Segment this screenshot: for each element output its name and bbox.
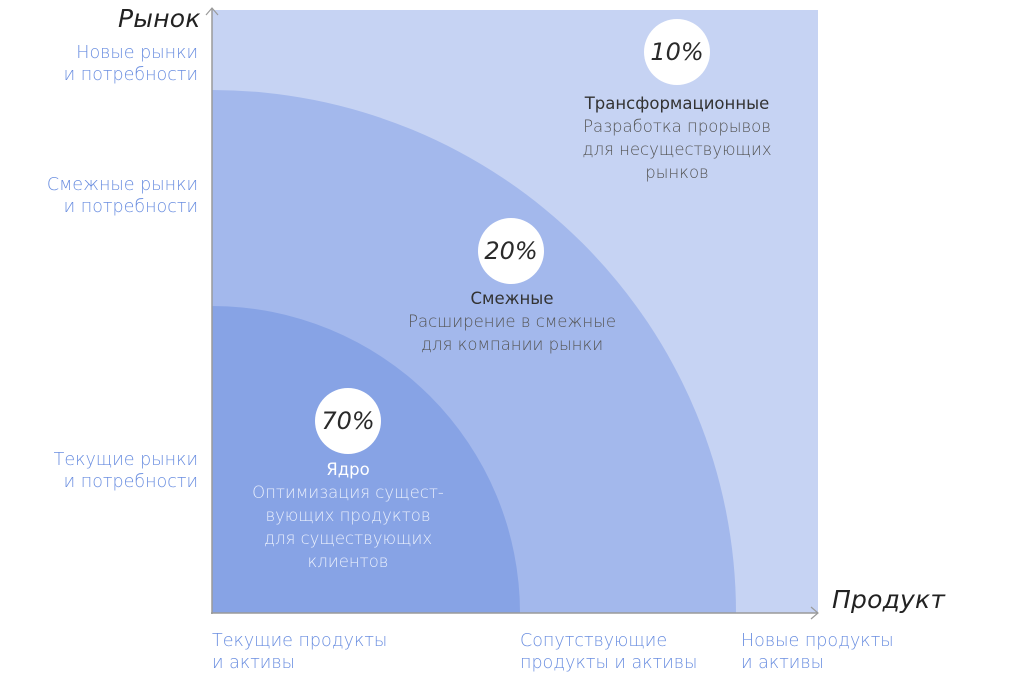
- zone-desc-line: вующих продуктов: [265, 506, 431, 525]
- y-tick-new-markets: Новые рынки и потребности: [0, 42, 198, 86]
- zone-name: Смежные: [470, 289, 554, 308]
- zone-desc-line: рынков: [645, 163, 709, 182]
- tick-line: Текущие рынки: [53, 450, 198, 470]
- percent-badge-adjacent: 20%: [478, 218, 544, 284]
- zone-label-core: Ядро Оптимизация сущест- вующих продукто…: [238, 459, 458, 573]
- x-axis-arrow-icon: [810, 606, 819, 620]
- y-tick-current-markets: Текущие рынки и потребности: [0, 449, 198, 493]
- tick-line: Смежные рынки: [46, 175, 198, 195]
- zone-core-area: [212, 306, 520, 613]
- tick-line: продукты и активы: [520, 653, 698, 673]
- zone-desc-line: Расширение в смежные: [408, 312, 616, 331]
- x-axis-title: Продукт: [832, 585, 946, 614]
- tick-line: Сопутствующие: [520, 631, 668, 651]
- zone-desc-line: для несуществующих: [582, 140, 772, 159]
- percent-badge-core: 70%: [315, 388, 381, 454]
- tick-line: и потребности: [63, 197, 198, 217]
- x-tick-adjacent-products: Сопутствующие продукты и активы: [520, 630, 697, 674]
- zone-label-transformational: Трансформационные Разработка прорывов дл…: [557, 93, 797, 184]
- zone-desc-line: клиентов: [307, 552, 389, 571]
- tick-line: Новые рынки: [76, 43, 198, 63]
- tick-line: Текущие продукты: [212, 631, 388, 651]
- tick-line: и потребности: [63, 472, 198, 492]
- zone-label-adjacent: Смежные Расширение в смежные для компани…: [381, 288, 643, 356]
- tick-line: и активы: [741, 653, 824, 673]
- percent-badge-transformational: 10%: [644, 19, 710, 85]
- zone-desc-line: для компании рынки: [420, 335, 604, 354]
- zone-name: Ядро: [326, 460, 370, 479]
- zone-desc-line: Оптимизация сущест-: [252, 483, 444, 502]
- zone-desc-line: для существующих: [263, 529, 433, 548]
- zone-desc-line: Разработка прорывов: [583, 117, 771, 136]
- tick-line: и потребности: [63, 65, 198, 85]
- tick-line: Новые продукты: [741, 631, 894, 651]
- zone-name: Трансформационные: [584, 94, 770, 113]
- y-axis-arrow-icon: [205, 7, 219, 16]
- y-tick-adjacent-markets: Смежные рынки и потребности: [0, 174, 198, 218]
- x-tick-current-products: Текущие продукты и активы: [212, 630, 387, 674]
- x-tick-new-products: Новые продукты и активы: [741, 630, 894, 674]
- y-axis-title: Рынок: [118, 4, 201, 33]
- tick-line: и активы: [212, 653, 295, 673]
